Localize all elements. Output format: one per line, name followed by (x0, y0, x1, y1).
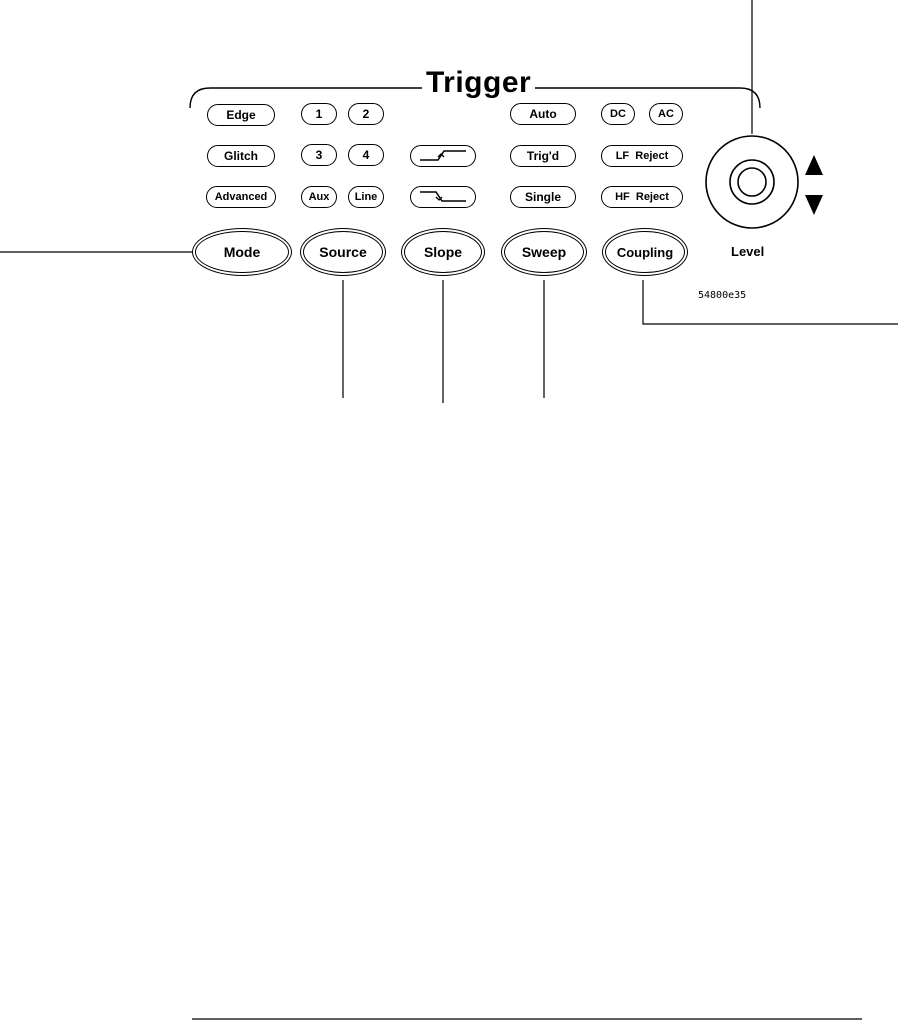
trigd-button[interactable]: Trig'd (510, 145, 576, 167)
advanced-button-label: Advanced (214, 191, 268, 203)
edge-button[interactable]: Edge (207, 104, 275, 126)
single-button-label: Single (524, 190, 561, 204)
mode-button[interactable]: Mode (192, 228, 292, 276)
aux-button-label: Aux (308, 191, 330, 203)
coupling-leader-line (642, 280, 898, 325)
trigd-button-label: Trig'd (526, 149, 560, 163)
ac-button-label: AC (658, 108, 674, 120)
auto-button-label: Auto (529, 107, 557, 121)
rising-edge-icon (420, 150, 466, 161)
ac-coupling-button[interactable]: AC (649, 103, 683, 125)
glitch-button-label: Glitch (223, 149, 258, 163)
lf-reject-label: LF Reject (615, 150, 669, 162)
coupling-button-label: Coupling (605, 231, 685, 273)
edge-button-label: Edge (226, 108, 256, 122)
falling-edge-icon (420, 191, 466, 202)
figure-id: 54800e35 (698, 290, 747, 301)
rising-slope-button[interactable] (410, 145, 476, 167)
channel-1-label: 1 (315, 107, 323, 121)
advanced-button[interactable]: Advanced (206, 186, 276, 208)
mode-button-label: Mode (195, 231, 289, 273)
lf-reject-button[interactable]: LF Reject (601, 145, 683, 167)
falling-slope-button[interactable] (410, 186, 476, 208)
line-button-label: Line (354, 191, 378, 203)
coupling-button[interactable]: Coupling (602, 228, 688, 276)
channel-1-button[interactable]: 1 (301, 103, 337, 125)
source-button[interactable]: Source (300, 228, 386, 276)
up-arrow-icon[interactable] (804, 154, 824, 176)
slope-button[interactable]: Slope (401, 228, 485, 276)
sweep-button-label: Sweep (504, 231, 584, 273)
hf-reject-label: HF Reject (615, 191, 669, 203)
channel-4-label: 4 (362, 148, 370, 162)
level-knob[interactable] (704, 134, 800, 230)
slope-button-label: Slope (404, 231, 482, 273)
down-arrow-icon[interactable] (804, 194, 824, 216)
panel-title: Trigger (422, 66, 536, 100)
aux-button[interactable]: Aux (301, 186, 337, 208)
channel-4-button[interactable]: 4 (348, 144, 384, 166)
channel-3-label: 3 (315, 148, 323, 162)
channel-2-button[interactable]: 2 (348, 103, 384, 125)
auto-button[interactable]: Auto (510, 103, 576, 125)
level-label: Level (731, 244, 765, 259)
hf-reject-button[interactable]: HF Reject (601, 186, 683, 208)
dc-coupling-button[interactable]: DC (601, 103, 635, 125)
dc-button-label: DC (610, 108, 626, 120)
glitch-button[interactable]: Glitch (207, 145, 275, 167)
channel-3-button[interactable]: 3 (301, 144, 337, 166)
channel-2-label: 2 (362, 107, 370, 121)
line-button[interactable]: Line (348, 186, 384, 208)
sweep-button[interactable]: Sweep (501, 228, 587, 276)
single-button[interactable]: Single (510, 186, 576, 208)
source-button-label: Source (303, 231, 383, 273)
